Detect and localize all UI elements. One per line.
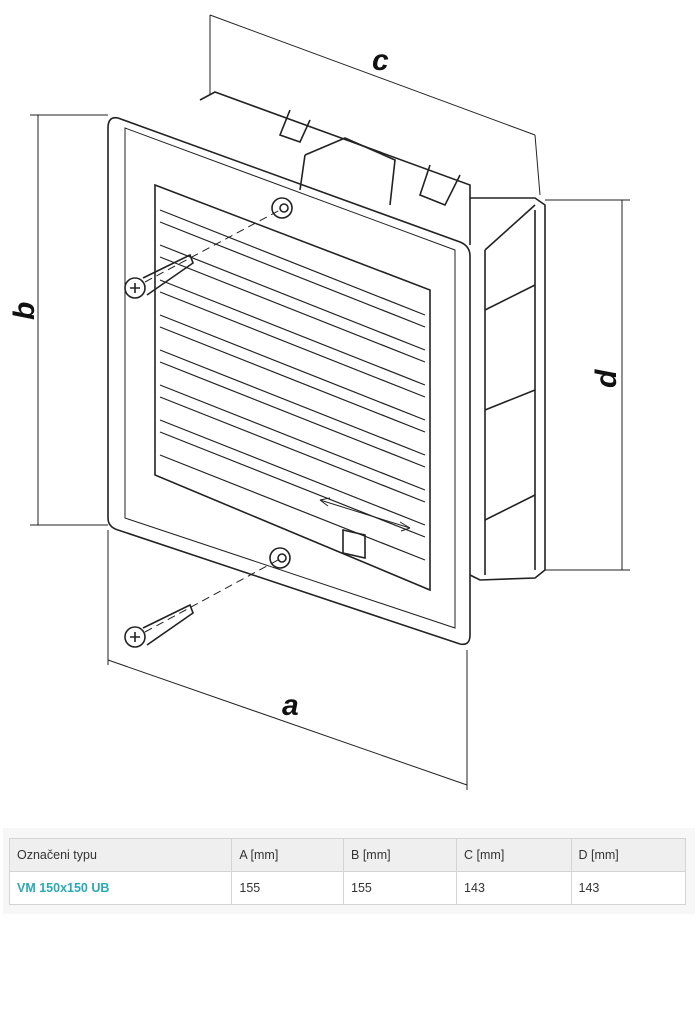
cell-c: 143 <box>456 871 572 905</box>
header-a: A [mm] <box>231 838 345 872</box>
dimension-label-a: a <box>282 689 299 722</box>
table-header-row: Označeni typu A [mm] B [mm] C [mm] D [mm… <box>8 838 686 872</box>
front-frame <box>107 116 471 646</box>
rear-box <box>199 91 546 581</box>
dimension-label-d: d <box>590 369 623 388</box>
table-row: VM 150x150 UB 155 155 143 143 <box>8 871 686 905</box>
screw-bottom <box>124 547 291 648</box>
slider-knob <box>319 497 411 560</box>
dimension-label-b: b <box>8 302 41 320</box>
header-d: D [mm] <box>570 838 686 872</box>
cell-a: 155 <box>231 871 345 905</box>
screw-top <box>124 197 293 299</box>
louvers <box>159 209 426 561</box>
cell-d: 143 <box>570 871 686 905</box>
header-b: B [mm] <box>343 838 458 872</box>
dimension-lines <box>30 14 630 790</box>
type-link[interactable]: VM 150x150 UB <box>8 871 233 905</box>
dimension-label-c: c <box>372 44 389 77</box>
cell-b: 155 <box>343 871 458 905</box>
header-c: C [mm] <box>456 838 572 872</box>
header-type: Označeni typu <box>8 838 233 872</box>
dimensions-table: Označeni typu A [mm] B [mm] C [mm] D [mm… <box>8 838 686 905</box>
vent-grille-diagram: c b d a <box>8 14 630 790</box>
